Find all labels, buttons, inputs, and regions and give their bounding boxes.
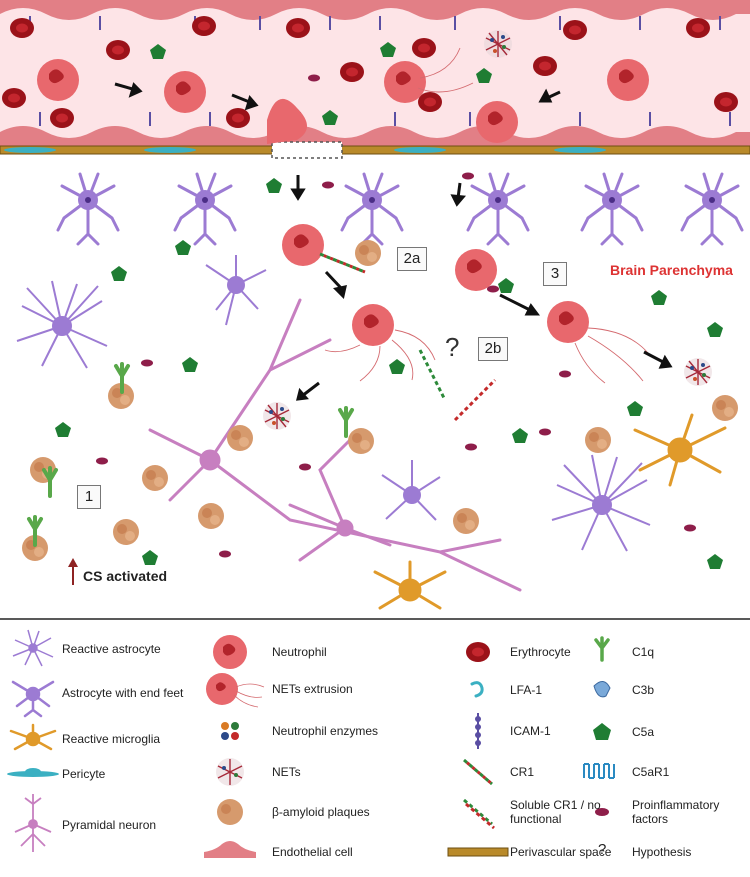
c3b-icon [593, 681, 611, 698]
neuron-icon [14, 794, 52, 852]
legend-amyloid: β-amyloid plaques [272, 805, 370, 819]
step-label-2b: 2b [478, 337, 508, 361]
parenchyma-arrows [290, 175, 673, 401]
nets-extrusion-icon [206, 673, 265, 708]
cr1-strands [319, 252, 497, 422]
legend-c5ar1: C5aR1 [632, 765, 670, 779]
barrier-breach [271, 141, 343, 159]
step-label-1: 1 [77, 485, 101, 509]
legend-endothelial: Endothelial cell [272, 845, 353, 859]
vessel-nets [483, 29, 513, 59]
reactive-microglia [373, 413, 727, 610]
lfa1-icon [470, 681, 484, 698]
legend-pyramidal-neuron: Pyramidal neuron [62, 818, 157, 832]
endothelial-icon [204, 841, 256, 858]
cs-activated-arrow [68, 558, 78, 585]
legend-nets: NETs [272, 765, 301, 779]
c5a-icon [593, 723, 611, 740]
hypothesis-mark: ? [445, 332, 460, 362]
pyramidal-neurons [148, 298, 522, 592]
cs-activated-label: CS activated [83, 568, 168, 584]
diagram-scene [0, 0, 750, 620]
flow-arrows [114, 82, 561, 111]
cr1-icon [463, 758, 493, 786]
legend-c5a: C5a [632, 725, 655, 739]
c5ar1-icon [583, 763, 615, 779]
legend-erythrocyte: Erythrocyte [510, 645, 571, 659]
vessel-neutrophils [37, 59, 649, 144]
legend-astrocyte-end-feet: Astrocyte with end feet [62, 686, 184, 700]
pericytes [4, 147, 606, 153]
legend-c1q: C1q [632, 645, 655, 659]
perivascular-space [0, 145, 750, 155]
bottom-endothelium [0, 126, 750, 146]
legend-pericyte: Pericyte [62, 767, 106, 781]
astrocyte-end-feet-icon [11, 680, 55, 718]
step-label-3: 3 [543, 262, 567, 286]
erythrocyte-icon [466, 642, 490, 662]
legend-perivascular: Perivascular space [510, 845, 612, 859]
legend-question-icon: ? [598, 841, 607, 858]
legend-icons [7, 629, 615, 858]
parenchyma-nets [262, 357, 713, 431]
soluble-cr1-icon [463, 798, 495, 830]
astrocytes-end-feet [56, 172, 744, 246]
legend-hypothesis: Hypothesis [632, 845, 692, 859]
perivascular-icon [447, 847, 509, 857]
microglia-icon [9, 723, 57, 751]
legend-reactive-astrocyte: Reactive astrocyte [62, 642, 161, 656]
c1q-icon [594, 636, 610, 662]
reactive-astrocytes [16, 255, 651, 552]
legend-neutrophil: Neutrophil [272, 645, 327, 659]
region-label: Brain Parenchyma [610, 262, 733, 278]
legend-reactive-microglia: Reactive microglia [62, 732, 161, 746]
c1q-molecules [27, 362, 354, 547]
plaque-icon [217, 799, 243, 825]
step-label-2a: 2a [397, 247, 427, 271]
legend-neutrophil-enzymes: Neutrophil enzymes [272, 724, 379, 738]
legend-cr1: CR1 [510, 765, 535, 779]
icam1-icon [475, 713, 481, 749]
neutrophil-icon [213, 635, 247, 669]
legend-icam1: ICAM-1 [510, 724, 551, 738]
legend-c3b: C3b [632, 683, 655, 697]
nets-icon [216, 758, 244, 786]
parenchyma-c5a [55, 178, 723, 569]
legend-nets-extrusion: NETs extrusion [272, 682, 353, 696]
proinflammatory-icon [595, 808, 609, 816]
reactive-astrocyte-icon [12, 629, 54, 667]
nets-threads [324, 47, 649, 384]
pericyte-icon [7, 768, 59, 777]
legend-soluble-cr1: Soluble CR1 / no functional [510, 798, 601, 826]
top-endothelium [0, 0, 750, 20]
legend-lfa1: LFA-1 [510, 683, 543, 697]
legend-proinflammatory: Proinflammatory factors [632, 798, 720, 826]
amyloid-plaques [22, 240, 738, 561]
enzymes-icon [221, 722, 239, 740]
